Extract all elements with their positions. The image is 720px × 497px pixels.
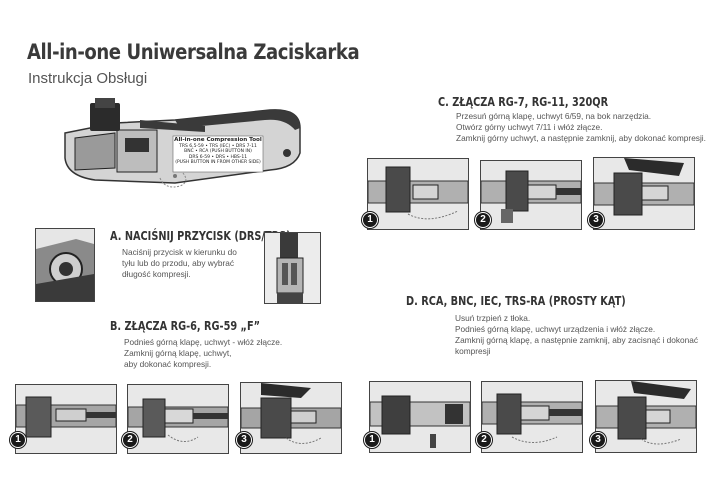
section-a-text: Naciśnij przycisk w kierunku do tyłu lub… bbox=[122, 247, 237, 279]
step-3-badge: 3 bbox=[588, 212, 604, 228]
section-b-heading: B. ZŁĄCZA RG-6, RG-59 „F” bbox=[110, 318, 261, 333]
section-c-step-1-photo bbox=[367, 158, 469, 230]
section-b-step-2-photo bbox=[127, 384, 229, 454]
section-c-heading: C. ZŁĄCZA RG-7, RG-11, 320QR bbox=[438, 94, 609, 109]
section-c-step-3-photo bbox=[593, 157, 695, 230]
section-a-heading: A. NACIŚNIJ PRZYCISK (DRS/TRS) bbox=[110, 228, 291, 243]
page-subtitle: Instrukcja Obsługi bbox=[28, 70, 148, 87]
section-b-step-1-photo bbox=[15, 384, 117, 454]
step-2-badge: 2 bbox=[122, 432, 138, 448]
section-d-step-1-photo bbox=[369, 381, 471, 453]
section-d-step-2-photo bbox=[481, 381, 583, 453]
section-b-step-3-photo bbox=[240, 382, 342, 454]
section-d-heading: D. RCA, BNC, IEC, TRS-RA (PROSTY KĄT) bbox=[406, 293, 626, 308]
step-1-badge: 1 bbox=[364, 432, 380, 448]
tool-label-line: BNC • RCA (PUSH BUTTON IN) bbox=[184, 149, 252, 154]
section-a-photo-right bbox=[264, 232, 321, 304]
section-c-text: Przesuń górną klapę, uchwyt 6/59, na bok… bbox=[456, 111, 706, 143]
compression-tool-image: All-in-one Compression Tool TRS 6,5-59 •… bbox=[55, 98, 305, 198]
section-d-step-3-photo bbox=[595, 380, 697, 453]
tool-label: All-in-one Compression Tool TRS 6,5-59 •… bbox=[173, 137, 263, 166]
section-c-step-2-photo bbox=[480, 160, 582, 230]
section-b-text: Podnieś górną klapę, uchwyt - włóż złącz… bbox=[124, 337, 283, 369]
step-1-badge: 1 bbox=[362, 212, 378, 228]
step-3-badge: 3 bbox=[590, 432, 606, 448]
step-2-badge: 2 bbox=[476, 432, 492, 448]
page-title: All-in-one Uniwersalna Zaciskarka bbox=[27, 40, 360, 64]
step-3-badge: 3 bbox=[236, 432, 252, 448]
section-a-photo-left bbox=[35, 228, 95, 302]
tool-label-line: (PUSH BUTTON IN FROM OTHER SIDE) bbox=[175, 160, 261, 165]
tool-label-line: DRS 6-59 • DRS • HBS-11 bbox=[188, 154, 248, 160]
tool-label-title: All-in-one Compression Tool bbox=[174, 137, 262, 143]
step-1-badge: 1 bbox=[10, 432, 26, 448]
tool-label-line: TRS 6,5-59 • TRS (IEC) • DRS 7-11 bbox=[179, 143, 257, 149]
section-d-text: Usuń trzpień z tłoka. Podnieś górną klap… bbox=[455, 313, 699, 356]
step-2-badge: 2 bbox=[475, 212, 491, 228]
